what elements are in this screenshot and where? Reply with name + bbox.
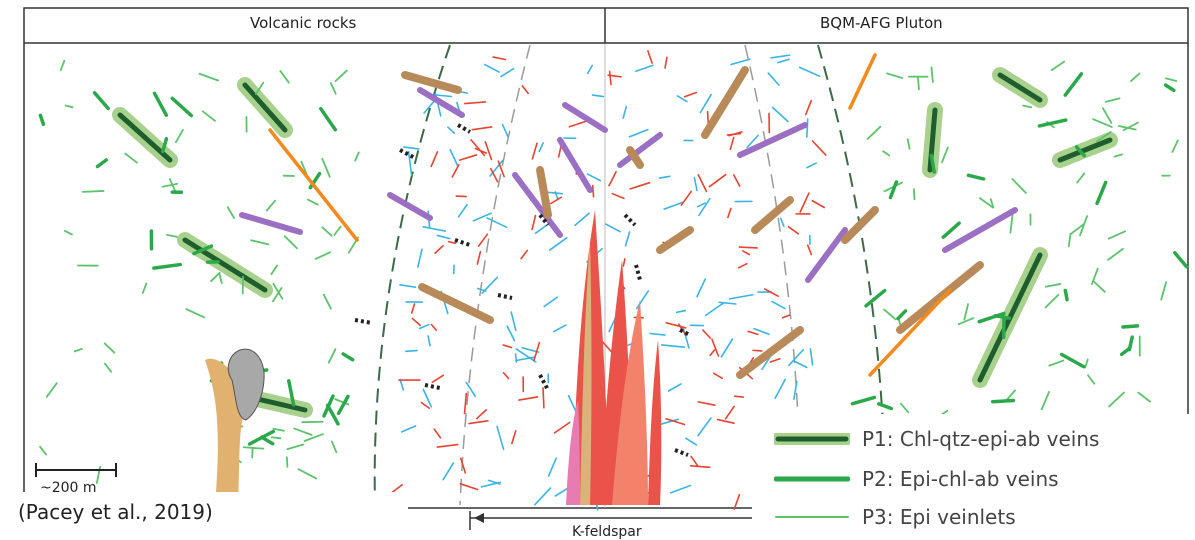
- red-veinlet: [543, 388, 544, 408]
- p2-vein: [1123, 326, 1137, 327]
- legend: P1: Chl-qtz-epi-ab veins P2: Epi-chl-ab …: [752, 414, 1195, 535]
- p3-vein-symbol-icon: [774, 507, 850, 527]
- red-veinlet: [735, 396, 743, 397]
- p3-veinlet: [83, 191, 104, 192]
- blue-veinlet: [807, 119, 808, 137]
- legend-item-p1: P1: Chl-qtz-epi-ab veins: [774, 424, 1099, 454]
- legend-label-p2: P2: Epi-chl-ab veins: [862, 467, 1059, 491]
- p2-vein: [1065, 290, 1067, 299]
- p3-veinlet: [918, 77, 919, 89]
- red-veinlet: [456, 196, 466, 197]
- red-veinlet: [753, 350, 762, 351]
- k-feldspar-arrowhead: [474, 513, 484, 523]
- volcanic-rocks-label: Volcanic rocks: [250, 14, 356, 32]
- legend-label-p1: P1: Chl-qtz-epi-ab veins: [862, 427, 1099, 451]
- red-veinlet: [593, 186, 594, 197]
- p2-vein-symbol-icon: [774, 469, 850, 489]
- pluton-label: BQM-AFG Pluton: [820, 14, 943, 32]
- p3-veinlet: [287, 457, 288, 467]
- blue-veinlet: [406, 351, 417, 352]
- p1-vein-symbol-icon: [774, 429, 850, 449]
- p2-vein: [993, 400, 1014, 401]
- legend-item-p2: P2: Epi-chl-ab veins: [774, 464, 1059, 494]
- legend-item-p3: P3: Epi veinlets: [774, 502, 1016, 532]
- red-veinlet: [739, 247, 757, 248]
- p3-veinlet: [272, 437, 281, 438]
- k-feldspar-arrow-label: K-feldspar: [572, 524, 642, 540]
- p2-vein: [995, 316, 1009, 318]
- legend-label-p3: P3: Epi veinlets: [862, 505, 1016, 529]
- citation-text: (Pacey et al., 2019): [18, 500, 213, 524]
- p3-veinlet: [914, 189, 915, 199]
